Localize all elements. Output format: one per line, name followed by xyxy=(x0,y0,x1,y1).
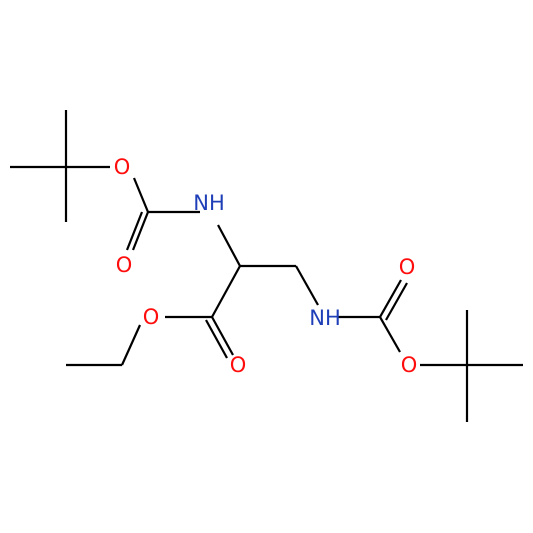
bond-cester-carbonyl-a xyxy=(211,316,234,356)
bond-calpha-cester xyxy=(211,265,241,318)
bond-carbonyl-boc1-b xyxy=(125,211,144,251)
bond-carbonyl-boc2-a xyxy=(379,279,402,318)
atom-o-boc2-ether: O xyxy=(401,353,418,377)
atom-o-ester-carbonyl: O xyxy=(230,353,247,377)
bond-cbeta-n xyxy=(295,265,319,306)
bond-carbonyl-boc2-b xyxy=(385,282,408,321)
bond-cester-carbonyl-b xyxy=(205,319,228,359)
bonds xyxy=(10,110,523,422)
atom-nh-beta: NH xyxy=(309,306,341,330)
atom-o-boc2-carbonyl: O xyxy=(399,255,416,279)
atom-o-boc1-carbonyl: O xyxy=(116,253,133,277)
atom-o-boc1-ether: O xyxy=(114,155,131,179)
bond-oether-ch2 xyxy=(120,324,142,366)
atom-nh-alpha: NH xyxy=(193,191,225,215)
atom-labels: O O NH O O NH O O xyxy=(114,155,418,377)
bond-o-c-boc1 xyxy=(132,177,150,213)
bond-n-calpha xyxy=(217,224,241,267)
atom-o-ester-ether: O xyxy=(143,305,160,329)
bond-c-o-boc2 xyxy=(379,316,401,353)
bond-carbonyl-boc1-a xyxy=(131,211,150,251)
